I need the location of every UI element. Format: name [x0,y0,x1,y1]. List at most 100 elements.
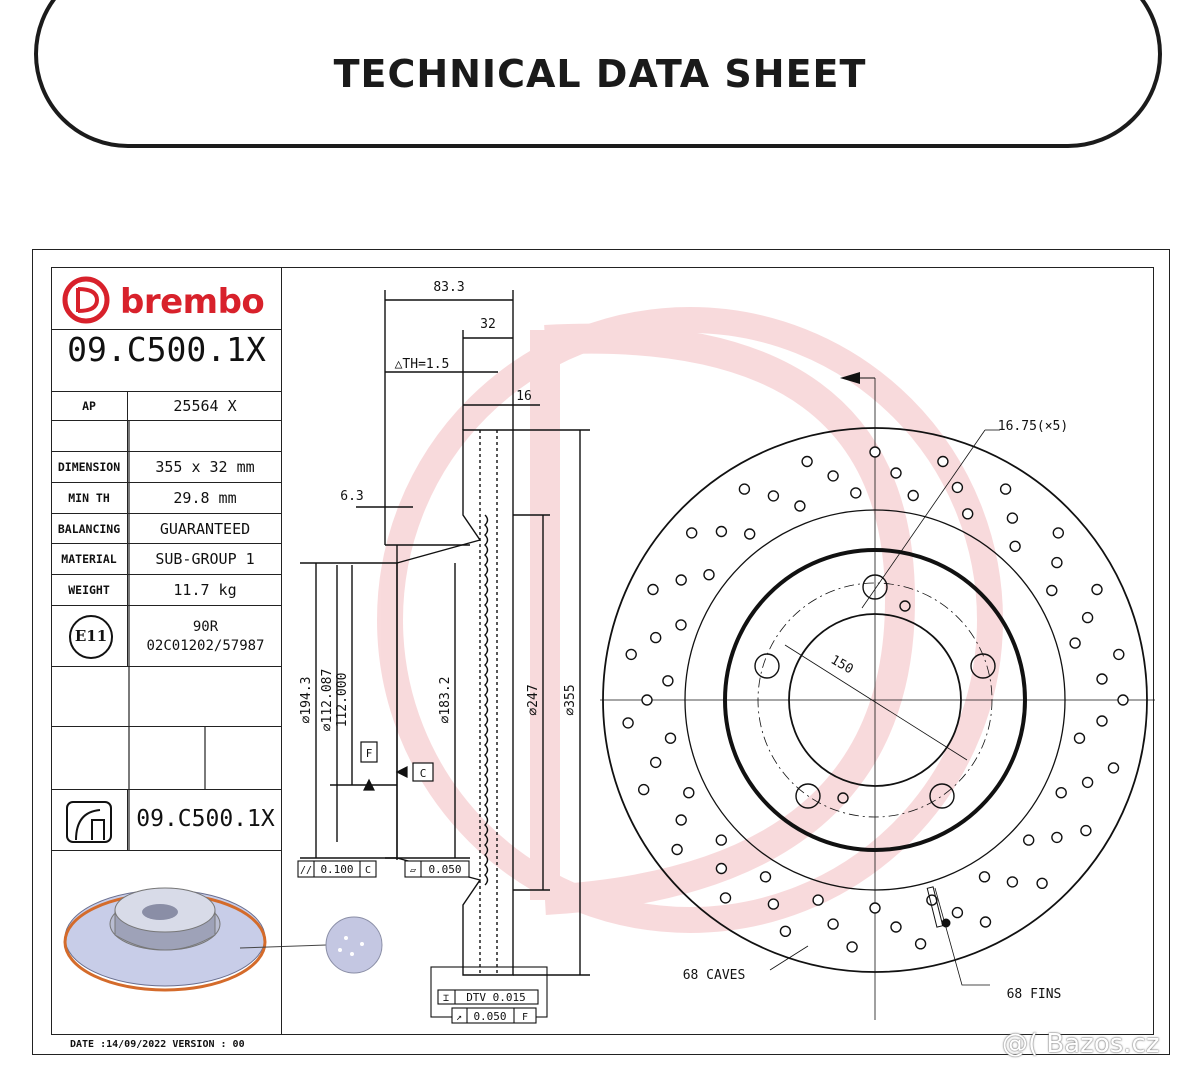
cross-drill-hole [625,648,637,661]
cross-drill-hole [738,483,751,495]
spec-row-weight: WEIGHT 11.7 kg [51,575,282,606]
svg-text://: // [300,865,312,876]
cross-drill-hole [715,525,728,538]
holes-label: 16.75(×5) [998,419,1068,434]
cross-drill-hole [869,446,881,458]
cross-drill-hole [1107,762,1120,774]
cross-drill-hole [827,470,839,482]
svg-text:▱: ▱ [410,865,416,876]
datum-f [360,741,378,791]
spec-label: MIN TH [51,483,128,513]
spec-label: WEIGHT [51,575,128,605]
part-number: 09.C500.1X [67,330,266,369]
cross-drill-hole [715,834,727,846]
spec-row-blank [51,421,282,452]
blank-row-1 [51,667,282,727]
cross-drill-hole [951,906,964,919]
bazos-watermark: @( Bazos.cz [1002,1029,1160,1059]
spec-value: 29.8 mm [173,489,237,507]
brembo-logo-text: brembo [120,282,265,322]
spec-row-balancing: BALANCING GUARANTEED [51,514,282,544]
dim-247: ⌀247 [526,684,541,715]
brembo-logo-icon [62,276,110,324]
cross-drill-hole [1096,715,1108,727]
footer-part-row [51,790,282,851]
disc-3d-illustration [63,887,383,992]
cross-drill-hole [1006,512,1019,524]
brembo-watermark-icon [377,307,1003,933]
svg-text:⌶: ⌶ [443,993,449,1004]
logo-row [51,267,282,330]
cross-drill-hole [638,783,650,796]
spec-value: 11.7 kg [173,581,237,599]
cross-drill-hole [1073,732,1086,744]
cross-drill-hole [1113,648,1125,661]
cross-drill-hole [890,467,902,479]
datum-c [395,762,434,782]
caves-label: 68 CAVES [683,968,746,983]
disc-profile-icon [66,801,112,843]
cross-drill-hole [978,871,991,883]
cross-drill-hole [662,675,674,687]
header-frame [34,0,1162,148]
spec-row-ap: AP 25564 X [51,392,282,421]
tol-flat-value: 0.050 [428,863,461,876]
cross-drill-hole [1117,694,1129,706]
dim-16: 16 [516,389,532,404]
dim-112-000: 112.000 [335,673,350,728]
cross-drill-hole [664,732,677,744]
datasheet-inner-frame [51,267,1154,1035]
homologation-mark-cell [51,606,128,666]
cross-drill-hole [675,619,687,631]
cross-drill-hole [999,483,1012,495]
spec-value: GUARANTEED [159,519,251,538]
dim-112-087: ⌀112.087 [320,669,335,732]
dim-183-2: ⌀183.2 [438,677,453,724]
cross-drill-hole [675,814,687,826]
dim-32: 32 [480,317,496,332]
fins-label: 68 FINS [1007,987,1062,1002]
cross-drill-hole [647,583,659,596]
cross-drill-hole [767,490,780,502]
spec-row-dimension: DIMENSION 355 x 32 mm [51,452,282,483]
blank-row-2 [51,727,282,790]
fin-marker [926,886,951,928]
svg-text:↗: ↗ [456,1012,462,1023]
part-number-row [51,330,282,392]
cross-drill-hole [907,489,919,502]
cross-drill-hole [675,574,687,586]
cross-drill-hole [846,941,858,953]
cross-drill-hole [641,694,653,706]
cross-drill-hole [650,631,662,644]
bolt-holes [754,574,996,809]
cross-drill-hole [850,487,862,499]
cross-drill-hole [744,528,756,540]
e11-mark-icon [69,615,113,659]
title-block: AP 25564 X DIMENSION 355 x 32 mm MIN TH … [51,267,282,1035]
dim-194-3: ⌀194.3 [299,677,314,724]
cross-drill-hole [703,569,715,581]
dim-6-3: 6.3 [340,489,363,504]
cross-drill-hole [1096,673,1108,685]
footer-part-number: 09.C500.1X [136,806,275,832]
cross-drill-hole [683,787,695,799]
cross-drill-hole [812,894,824,906]
cross-drill-hole [622,717,634,729]
dim-th: △TH=1.5 [395,357,450,372]
cross-drill-hole [962,508,974,520]
cross-drill-hole [1046,584,1058,597]
homologation-line2: 02C01202/57987 [146,638,265,654]
cross-drill-hole [1069,637,1081,649]
spec-value: 355 x 32 mm [155,458,255,476]
pcd-label: 150 [828,653,856,678]
cross-drill-hole [914,938,927,950]
cross-drill-hole [1081,776,1094,789]
cross-drill-hole [869,902,881,914]
datum-c-label: C [420,767,427,780]
cross-drill-hole [759,871,772,883]
disc-section-view [300,290,590,976]
runout-ref: F [522,1012,528,1023]
cross-drill-hole [1081,611,1094,624]
cross-drill-hole [719,892,732,904]
